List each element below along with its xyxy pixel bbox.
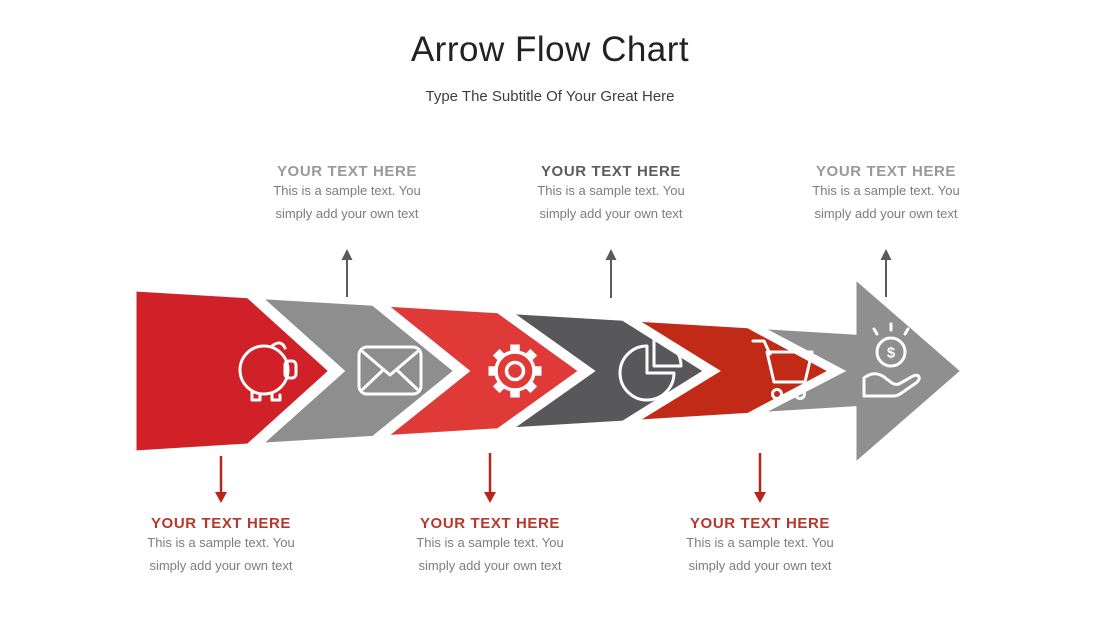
up-connector-3 — [880, 249, 892, 297]
flow-step-1-chevron — [133, 288, 333, 454]
shopping-cart-icon — [751, 339, 814, 400]
up-arrowhead-icon — [880, 249, 892, 260]
caption-text-line: simply add your own text — [149, 557, 293, 573]
up-connector-1 — [341, 249, 353, 297]
down-arrowhead-icon — [754, 492, 766, 503]
caption-text-line: simply add your own text — [418, 557, 562, 573]
bottom-caption-3: YOUR TEXT HERE This is a sample text. Yo… — [640, 515, 880, 577]
bottom-caption-1: YOUR TEXT HERE This is a sample text. Yo… — [101, 515, 341, 577]
caption-text-line: This is a sample text. You — [273, 183, 421, 198]
caption-text-line: This is a sample text. You — [537, 183, 685, 198]
flow-step-3-chevron — [381, 303, 583, 439]
caption-text-line: simply add your own text — [539, 205, 683, 221]
caption-text-line: This is a sample text. You — [812, 183, 960, 198]
caption-heading: YOUR TEXT HERE — [540, 163, 682, 180]
caption-text-line: simply add your own text — [275, 205, 419, 221]
page-subtitle: Type The Subtitle Of Your Great Here — [425, 88, 675, 105]
money-in-hand-icon: $ — [862, 322, 921, 398]
caption-text-line: simply add your own text — [814, 205, 958, 221]
caption-heading: YOUR TEXT HERE — [689, 515, 831, 532]
top-caption-1: YOUR TEXT HERE This is a sample text. Yo… — [227, 163, 467, 225]
top-caption-2: YOUR TEXT HERE This is a sample text. Yo… — [491, 163, 731, 225]
caption-text-line: This is a sample text. You — [416, 535, 564, 550]
caption-heading: YOUR TEXT HERE — [150, 515, 292, 532]
envelope-icon — [357, 345, 423, 396]
coin-dollar-symbol: $ — [887, 345, 896, 362]
down-arrowhead-icon — [215, 492, 227, 503]
down-connector-3 — [754, 453, 766, 503]
down-connector-1 — [215, 456, 227, 503]
caption-heading: YOUR TEXT HERE — [276, 163, 418, 180]
caption-text-line: This is a sample text. You — [686, 535, 834, 550]
down-arrowhead-icon — [484, 492, 496, 503]
caption-text-line: This is a sample text. You — [147, 535, 295, 550]
caption-heading: YOUR TEXT HERE — [419, 515, 561, 532]
pie-chart-icon — [618, 337, 683, 402]
up-connector-2 — [605, 249, 617, 298]
page-title: Arrow Flow Chart — [410, 30, 690, 69]
up-arrowhead-icon — [605, 249, 617, 260]
flow-step-6-arrowhead — [760, 274, 965, 468]
down-connector-2 — [484, 453, 496, 503]
up-arrowhead-icon — [341, 249, 353, 260]
top-caption-3: YOUR TEXT HERE This is a sample text. Yo… — [766, 163, 1006, 225]
gear-icon — [488, 344, 542, 398]
caption-text-line: simply add your own text — [688, 557, 832, 573]
piggy-bank-icon — [238, 341, 298, 402]
caption-heading: YOUR TEXT HERE — [815, 163, 957, 180]
bottom-caption-2: YOUR TEXT HERE This is a sample text. Yo… — [370, 515, 610, 577]
